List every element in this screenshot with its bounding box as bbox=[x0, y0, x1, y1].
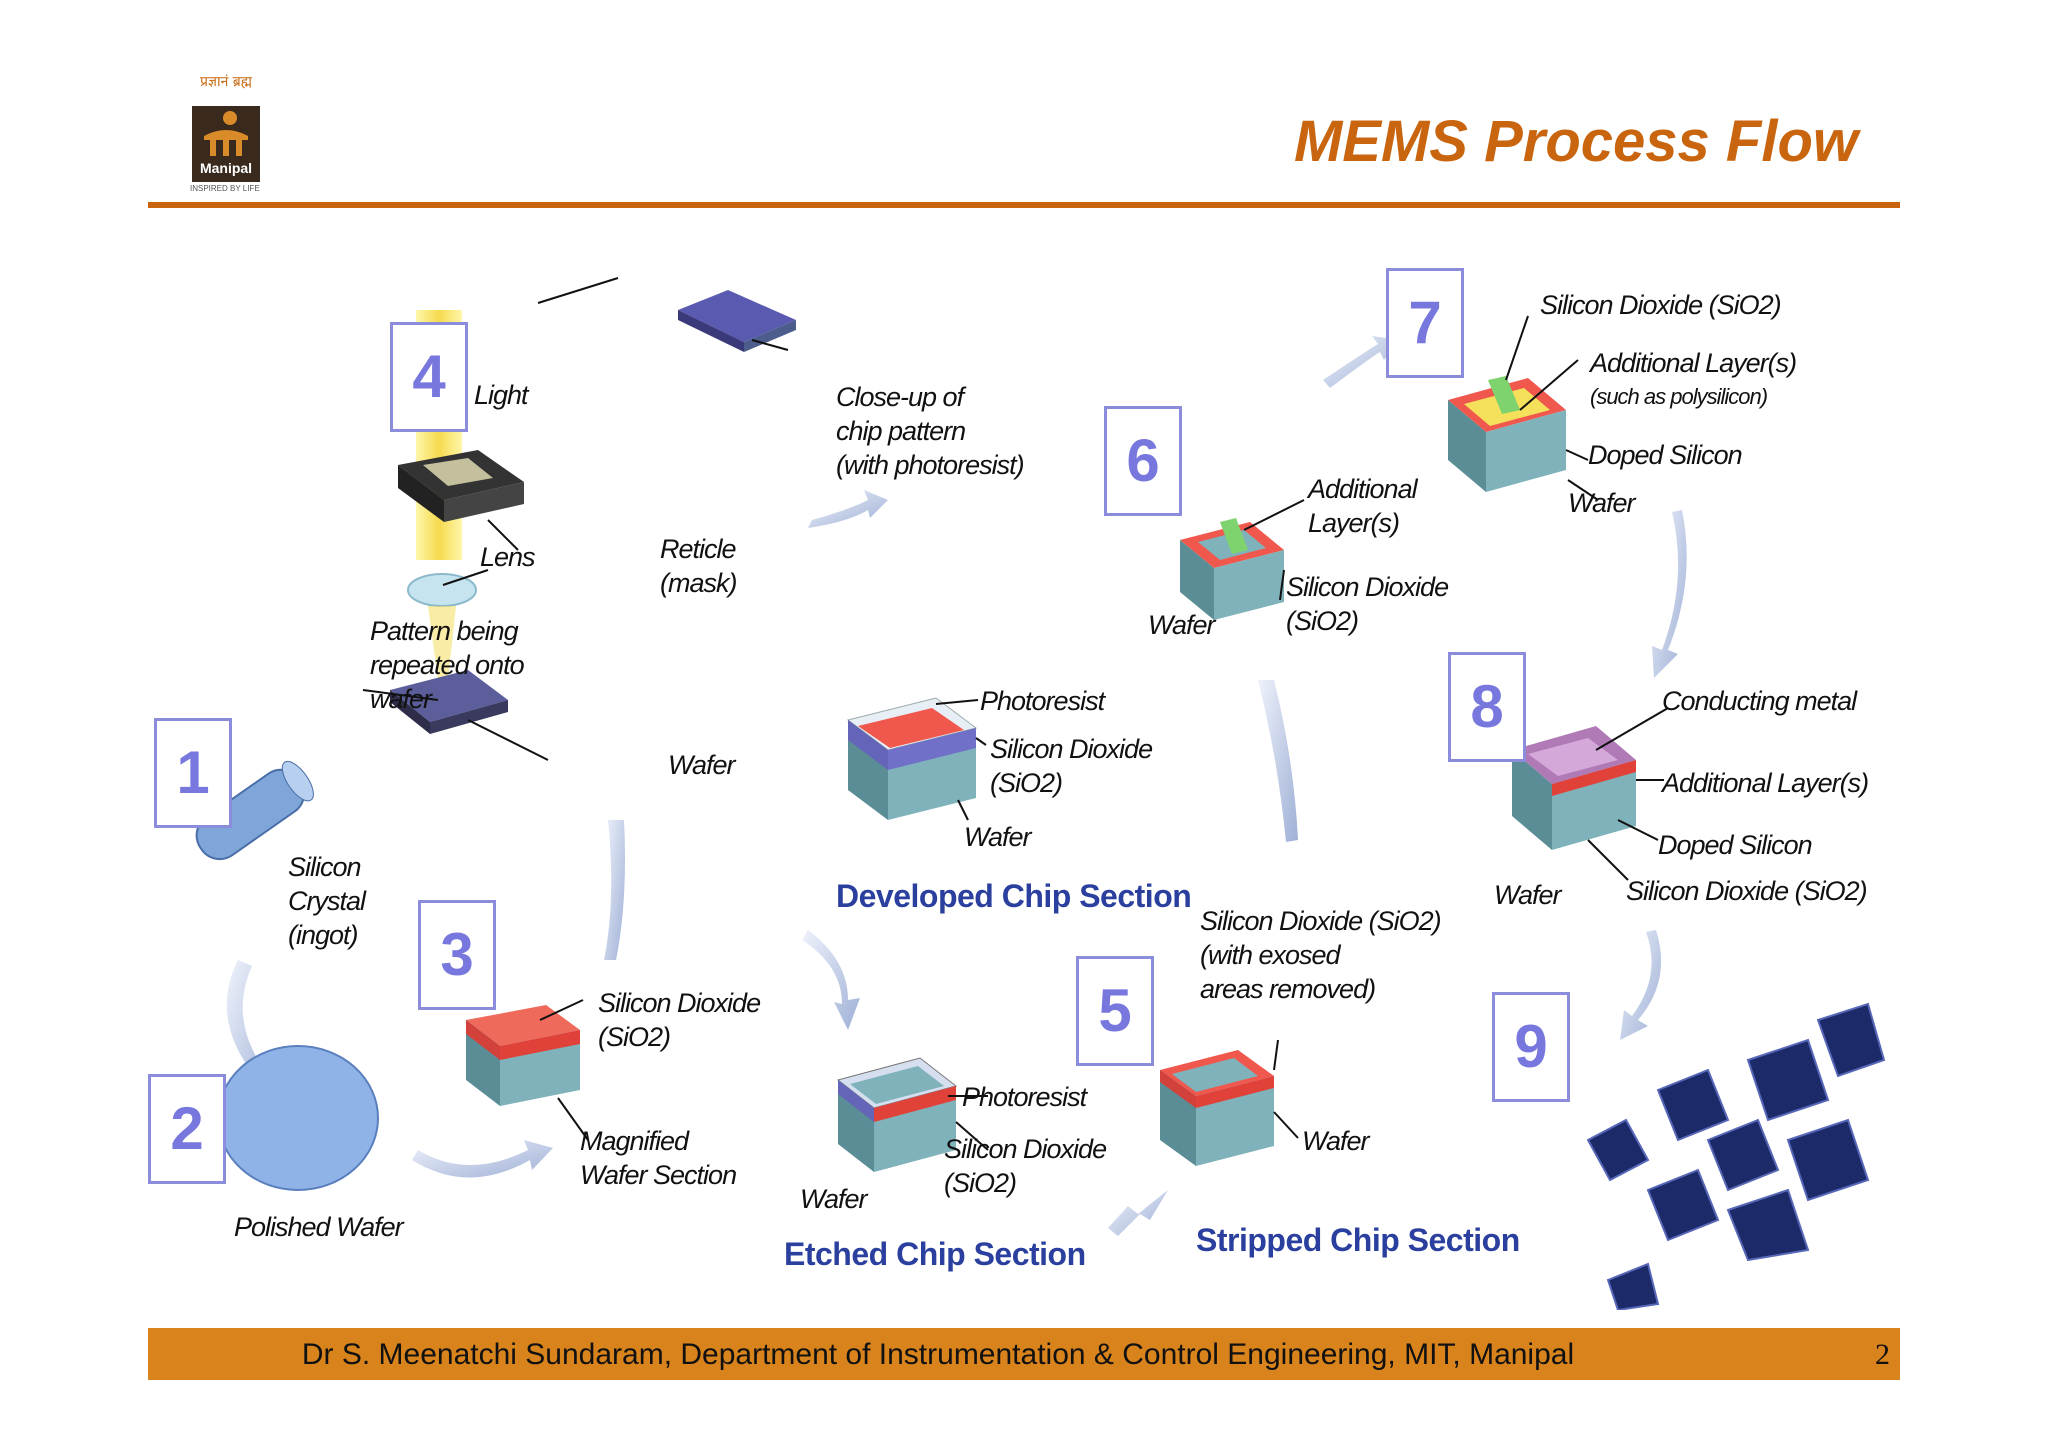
logo-motto: प्रज्ञानं ब्रह्म bbox=[200, 74, 252, 90]
label-etch-sio2: Silicon Dioxide(SiO2) bbox=[944, 1134, 1107, 1198]
label-s7-additional-layers: Additional Layer(s)(such as polysilicon) bbox=[1590, 348, 1797, 409]
label-s7-doped-silicon: Doped Silicon bbox=[1588, 440, 1743, 470]
polished-wafer bbox=[217, 1045, 379, 1191]
label-strip-wafer: Wafer bbox=[1302, 1126, 1370, 1156]
manipal-logo bbox=[192, 106, 260, 182]
etched-chip-block bbox=[836, 1057, 958, 1172]
label-polished-wafer: Polished Wafer bbox=[234, 1212, 404, 1242]
label-lens: Lens bbox=[480, 542, 536, 572]
step-4-number: 4 bbox=[390, 322, 468, 432]
step-9-number: 9 bbox=[1492, 992, 1570, 1102]
developed-chip-section-title: Developed Chip Section bbox=[836, 878, 1192, 914]
label-s8-additional-layers: Additional Layer(s) bbox=[1662, 768, 1869, 798]
leader-lines bbox=[362, 277, 1669, 1151]
stripped-chip-block bbox=[1160, 1050, 1274, 1166]
flow-arrows bbox=[226, 336, 1687, 1236]
logo-name: Manipal bbox=[199, 160, 253, 176]
diagram-artwork bbox=[195, 277, 1886, 1310]
step-6-number: 6 bbox=[1104, 406, 1182, 516]
etched-chip-section-title: Etched Chip Section bbox=[784, 1236, 1086, 1272]
label-dev-photoresist: Photoresist bbox=[980, 686, 1105, 716]
label-s8-sio2: Silicon Dioxide (SiO2) bbox=[1626, 876, 1868, 906]
label-etch-photoresist: Photoresist bbox=[962, 1082, 1087, 1112]
step8-chip-block bbox=[1512, 726, 1636, 850]
silicon-ingot bbox=[195, 760, 314, 861]
title-divider bbox=[148, 202, 1900, 208]
label-s7-wafer: Wafer bbox=[1568, 488, 1636, 518]
label-step4-wafer: Wafer bbox=[668, 750, 736, 780]
step-3-number: 3 bbox=[418, 900, 496, 1010]
label-step3-sio2: Silicon Dioxide(SiO2) bbox=[598, 988, 761, 1052]
developed-chip-block bbox=[846, 697, 978, 820]
finished-chips bbox=[1586, 1002, 1886, 1310]
page-title: MEMS Process Flow bbox=[1293, 109, 1858, 174]
label-dev-wafer: Wafer bbox=[964, 822, 1032, 852]
step6-chip-block bbox=[1180, 518, 1284, 620]
page-number: 2 bbox=[1875, 1338, 1890, 1371]
label-s6-wafer: Wafer bbox=[1148, 610, 1216, 640]
logo-tagline: INSPIRED BY LIFE bbox=[190, 184, 260, 193]
label-etch-wafer: Wafer bbox=[800, 1184, 868, 1214]
magnified-wafer-block bbox=[466, 1005, 580, 1106]
step-1-number: 1 bbox=[154, 718, 232, 828]
footer-credit: Dr S. Meenatchi Sundaram, Department of … bbox=[301, 1338, 1575, 1371]
label-reticle: Reticle(mask) bbox=[660, 534, 737, 598]
label-s7-sio2: Silicon Dioxide (SiO2) bbox=[1540, 290, 1782, 320]
step7-chip-block bbox=[1448, 376, 1566, 492]
label-dev-sio2: Silicon Dioxide(SiO2) bbox=[990, 734, 1153, 798]
step-2-number: 2 bbox=[148, 1074, 226, 1184]
label-light: Light bbox=[474, 380, 529, 410]
label-s8-doped-silicon: Doped Silicon bbox=[1658, 830, 1813, 860]
step-5-number: 5 bbox=[1076, 956, 1154, 1066]
footer-bar bbox=[148, 1328, 1900, 1380]
closeup-chip bbox=[678, 290, 796, 352]
step-7-number: 7 bbox=[1386, 268, 1464, 378]
label-s8-wafer: Wafer bbox=[1494, 880, 1562, 910]
label-s8-conducting-metal: Conducting metal bbox=[1662, 686, 1857, 716]
stripped-chip-section-title: Stripped Chip Section bbox=[1196, 1222, 1520, 1258]
label-s6-sio2: Silicon Dioxide(SiO2) bbox=[1286, 572, 1449, 636]
step-8-number: 8 bbox=[1448, 652, 1526, 762]
